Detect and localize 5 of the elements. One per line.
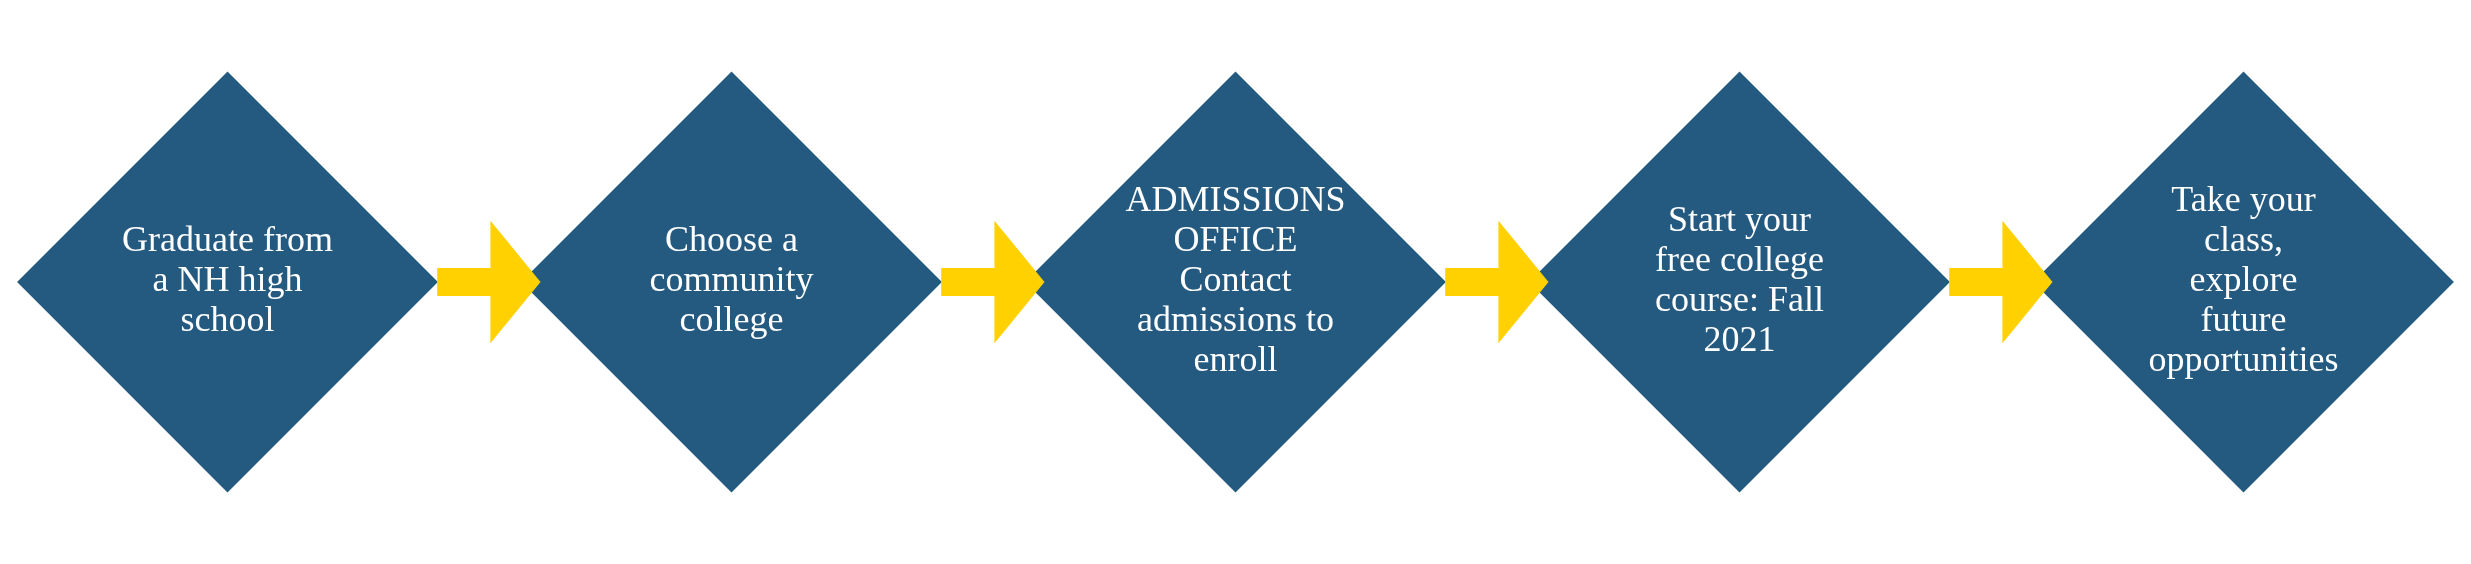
arrow: [1445, 220, 1549, 344]
arrow: [941, 220, 1045, 344]
arrow: [437, 220, 541, 344]
arrow: [1949, 220, 2053, 344]
node-diamond: Graduate from a NH high school: [17, 71, 438, 493]
